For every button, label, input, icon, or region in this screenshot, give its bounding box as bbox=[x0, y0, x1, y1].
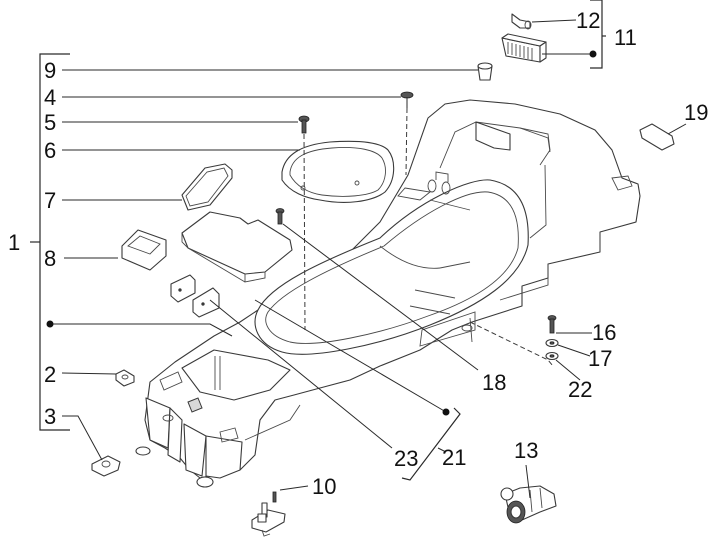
callout-8: 8 bbox=[44, 246, 56, 271]
callout-19: 19 bbox=[684, 100, 708, 125]
part-22-washer bbox=[545, 351, 559, 361]
callout-11: 11 bbox=[614, 25, 637, 50]
callout-4: 4 bbox=[44, 85, 56, 110]
callout-5: 5 bbox=[44, 110, 56, 135]
part-6-cover bbox=[281, 140, 395, 203]
callout-7: 7 bbox=[44, 188, 56, 213]
callout-22: 22 bbox=[568, 377, 592, 402]
part-21-marker-dot bbox=[442, 408, 450, 416]
storage-compartment-body bbox=[135, 99, 641, 488]
callout-9: 9 bbox=[44, 58, 56, 83]
callout-18: 18 bbox=[482, 370, 506, 395]
callout-21: 21 bbox=[442, 445, 466, 470]
part-2-clip-nut bbox=[115, 369, 135, 387]
leader-17 bbox=[557, 344, 591, 357]
part-4-axis bbox=[405, 107, 408, 176]
part-17-washer bbox=[545, 338, 559, 348]
leader-22 bbox=[555, 359, 581, 381]
callout-16: 16 bbox=[592, 320, 616, 345]
mounting-blocks bbox=[170, 274, 220, 318]
body-marker-dot bbox=[46, 320, 54, 328]
part-10-switch bbox=[251, 491, 286, 537]
leader-body bbox=[50, 323, 233, 337]
leader-10 bbox=[279, 485, 309, 491]
part-4-screw bbox=[400, 91, 414, 108]
part-5-axis bbox=[303, 133, 306, 331]
part-9-bush bbox=[477, 62, 493, 81]
callout-10: 10 bbox=[312, 474, 336, 499]
part-5-screw bbox=[298, 115, 310, 134]
part-13-lock-cylinder bbox=[500, 485, 557, 524]
leader-2 bbox=[61, 372, 117, 375]
callout-17: 17 bbox=[588, 346, 612, 371]
part-11-lamp bbox=[501, 33, 547, 63]
leader-19 bbox=[667, 123, 687, 135]
callout-13: 13 bbox=[514, 438, 538, 463]
part-16-bolt bbox=[547, 315, 557, 334]
leader-18 bbox=[282, 223, 479, 371]
callout-3: 3 bbox=[44, 404, 56, 429]
part-12-bulb bbox=[511, 13, 532, 30]
callout-2: 2 bbox=[44, 362, 56, 387]
bracket-21 bbox=[401, 407, 461, 481]
callout-6: 6 bbox=[44, 138, 56, 163]
part-3-clip-nut bbox=[91, 455, 121, 477]
part-16-axis bbox=[469, 321, 554, 367]
callout-23: 23 bbox=[394, 446, 418, 471]
callout-12: 12 bbox=[576, 8, 600, 33]
part-8-tray bbox=[121, 229, 167, 271]
part-19-cap bbox=[639, 123, 675, 151]
callout-1: 1 bbox=[8, 230, 20, 255]
leader-12 bbox=[531, 19, 577, 23]
leader-21-line bbox=[254, 299, 447, 413]
battery-cover bbox=[181, 211, 293, 283]
bracket-11 bbox=[590, 0, 603, 69]
part-18-screw bbox=[275, 208, 285, 225]
leader-3 bbox=[62, 415, 103, 461]
leader-23 bbox=[209, 299, 393, 449]
bracket-21-tick bbox=[437, 447, 447, 453]
leader-13 bbox=[525, 464, 531, 499]
lamp-marker-dot bbox=[589, 50, 597, 58]
part-7-gasket bbox=[181, 163, 233, 211]
